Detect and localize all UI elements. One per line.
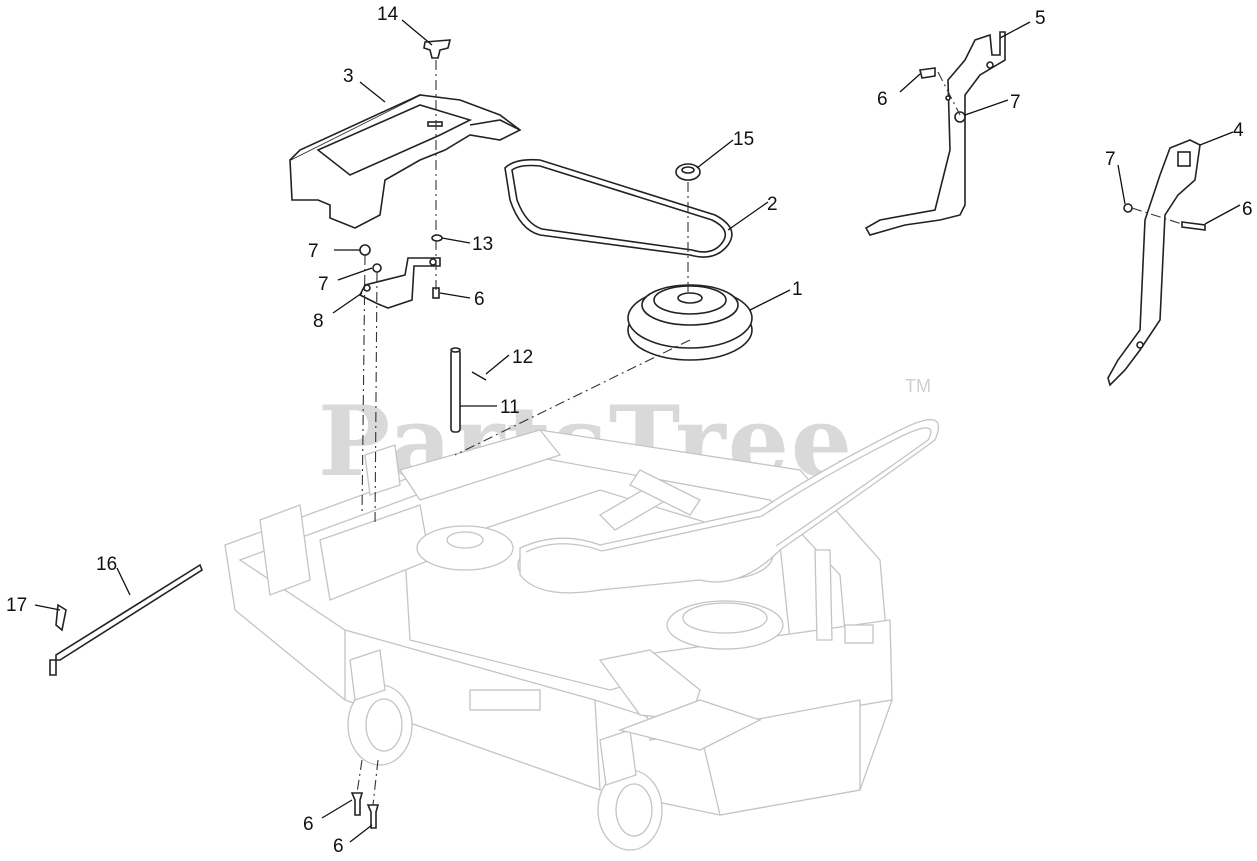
mount-bracket-5: [864, 31, 1006, 236]
nut-7a: [359, 244, 371, 256]
callout-6-c: 6: [333, 836, 344, 857]
hairpin-17: [55, 603, 67, 632]
alignment-lines: [356, 60, 1183, 806]
callout-4: 4: [1233, 120, 1244, 141]
belt: [504, 158, 733, 258]
callout-6-top: 6: [877, 89, 888, 110]
callout-7-a: 7: [308, 241, 319, 262]
pulley-cap: [675, 163, 701, 181]
knob: [423, 39, 452, 59]
callout-15: 15: [733, 129, 754, 150]
callout-7-b: 7: [318, 274, 329, 295]
callout-6-a: 6: [474, 289, 485, 310]
callout-5: 5: [1035, 8, 1046, 29]
callout-6-right: 6: [1242, 199, 1253, 220]
idler-pulley: [627, 284, 753, 361]
nut-7d: [1123, 203, 1133, 213]
callout-6-b: 6: [303, 814, 314, 835]
callout-12: 12: [512, 347, 533, 368]
washer-13: [431, 234, 443, 242]
callout-16: 16: [96, 554, 117, 575]
pin-12: [471, 371, 487, 381]
callout-1: 1: [792, 279, 803, 300]
nut-7b: [372, 263, 382, 273]
bolt-6b: [919, 67, 936, 79]
callout-14: 14: [377, 4, 399, 25]
callout-2: 2: [767, 194, 778, 215]
leader-lines: [34, 19, 1241, 843]
callout-13: 13: [472, 234, 493, 255]
callout-labels: 14 3 5 6 7 4 7 6 15 2 7 13 7 6 8 1 12 11…: [6, 4, 1253, 857]
watermark-trademark: TM: [905, 376, 931, 396]
bracket: [358, 257, 441, 309]
nut-7c: [954, 111, 966, 123]
callout-11: 11: [500, 397, 520, 418]
belt-cover: [289, 94, 522, 229]
callout-8: 8: [313, 311, 324, 332]
bolt-6c: [1181, 221, 1206, 231]
pivot-shaft: [450, 347, 461, 433]
callout-7-right: 7: [1105, 149, 1116, 170]
callout-7-top: 7: [1010, 92, 1021, 113]
mower-deck: [224, 418, 940, 851]
callout-17: 17: [6, 595, 27, 616]
bolt-6d: [350, 792, 364, 816]
callout-3: 3: [343, 66, 354, 87]
bolt-6e: [366, 804, 380, 829]
adjust-rod: [49, 563, 203, 676]
mount-bracket-4: [1107, 139, 1201, 387]
